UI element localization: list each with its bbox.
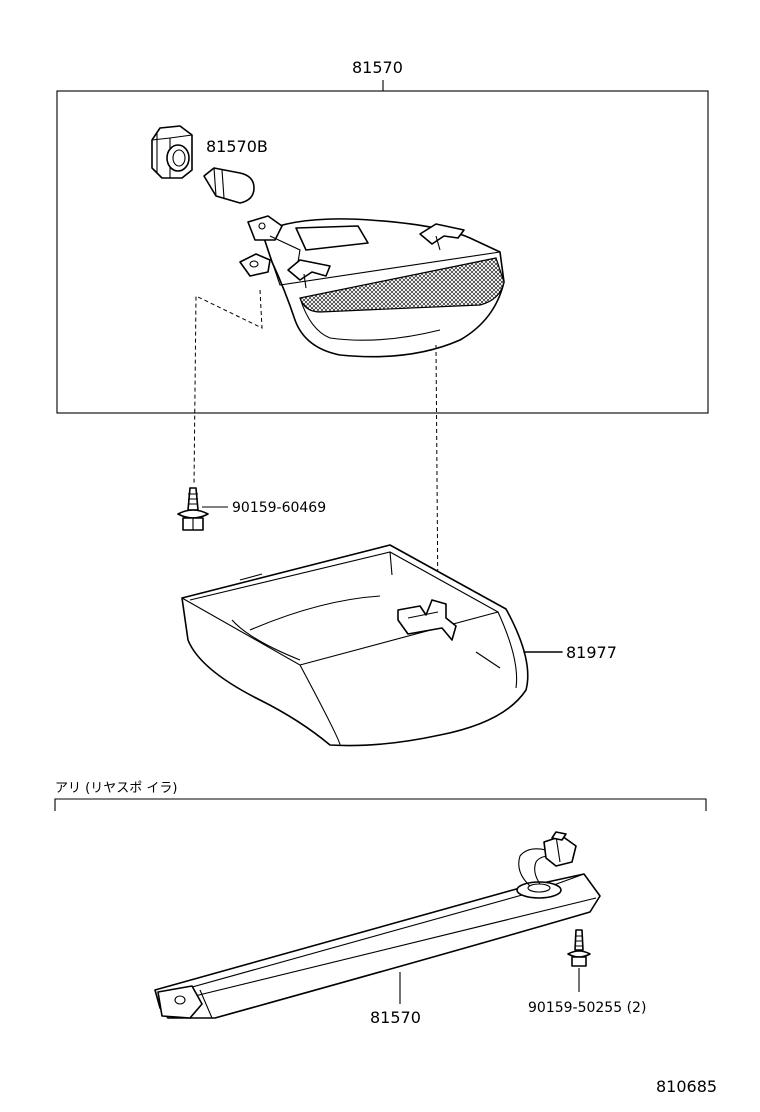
alignment-line-cover: [435, 344, 439, 611]
bulb-socket-drawing: [151, 125, 193, 179]
lamp-housing-drawing: [239, 215, 505, 358]
label-81570-bottom: 81570: [370, 1008, 421, 1027]
lamp-assembly-frame: [56, 80, 709, 414]
label-90159-50255: 90159-50255 (2): [528, 1000, 646, 1016]
alignment-line-screw: [193, 289, 263, 486]
screw-upper-drawing: [177, 487, 209, 531]
label-81570-top: 81570: [352, 58, 403, 77]
figure-id: 810685: [656, 1077, 717, 1096]
screw-lower-drawing: [567, 929, 591, 967]
label-81977: 81977: [566, 643, 617, 662]
cover-drawing: [181, 544, 529, 747]
section-label: アリ (リヤスポ イラ): [55, 781, 177, 796]
bulb-drawing: [203, 167, 255, 204]
rear-spoiler-lamp-drawing: [154, 831, 601, 1019]
label-81570B: 81570B: [206, 137, 268, 156]
label-90159-60469: 90159-60469: [232, 500, 326, 516]
section-bracket: [54, 798, 707, 811]
